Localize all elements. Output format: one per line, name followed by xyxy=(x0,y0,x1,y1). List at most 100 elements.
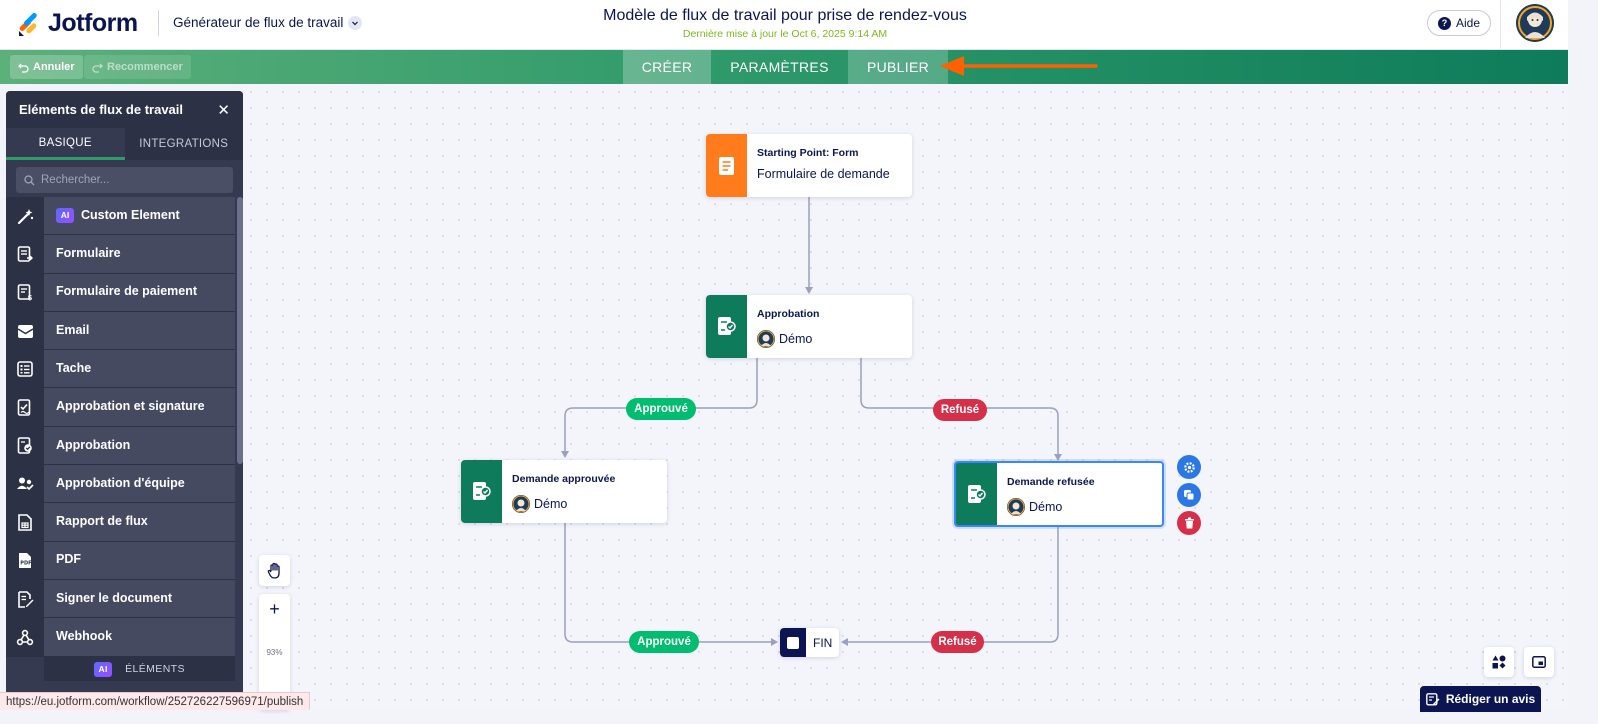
builder-tabs: CRÉER PARAMÈTRES PUBLIER xyxy=(623,50,948,84)
help-button[interactable]: ? Aide xyxy=(1427,10,1492,36)
jotform-logo-icon xyxy=(19,12,37,36)
chevron-down-icon xyxy=(348,15,363,30)
sidebar-item-label: Approbation xyxy=(56,437,131,452)
redo-label: Recommencer xyxy=(107,61,183,73)
sidebar-item-label: Approbation et signature xyxy=(56,399,205,414)
sidebar-item-webhook[interactable]: Webhook xyxy=(6,618,243,657)
undo-icon xyxy=(18,63,29,73)
pan-tool-button[interactable] xyxy=(259,555,290,586)
condition-rejected-label[interactable]: Refusé xyxy=(931,631,984,653)
sidebar-item-label: Signer le document xyxy=(56,590,172,605)
sidebar-item-sign-document[interactable]: Signer le document xyxy=(6,579,243,619)
email-icon xyxy=(6,311,44,351)
duplicate-icon xyxy=(1184,490,1195,501)
jotform-logo[interactable]: Jotform xyxy=(16,9,138,38)
annotation-arrow xyxy=(940,56,1098,76)
search-icon xyxy=(24,174,35,185)
condition-rejected-label[interactable]: Refusé xyxy=(933,399,987,421)
sidebar-item-approval[interactable]: Approbation xyxy=(6,426,243,466)
status-bar-url: https://eu.jotform.com/workflow/25272622… xyxy=(0,692,311,710)
hand-icon xyxy=(267,562,280,579)
avatar xyxy=(757,330,775,348)
search-input[interactable]: Rechercher... xyxy=(16,167,233,193)
flow-report-icon xyxy=(6,503,44,542)
node-subtitle: Formulaire de demande xyxy=(757,167,890,181)
sidebar-item-label: Email xyxy=(56,322,90,337)
gear-icon xyxy=(1183,461,1195,473)
undo-button[interactable]: Annuler xyxy=(10,55,83,79)
close-icon[interactable]: ✕ xyxy=(217,101,230,119)
approval-signature-icon xyxy=(6,388,44,427)
zoom-in-button[interactable]: + xyxy=(269,599,280,619)
zoom-level: 93% xyxy=(266,647,283,657)
payment-form-icon: $ xyxy=(6,273,44,312)
node-settings-button[interactable] xyxy=(1177,455,1201,479)
sign-document-icon xyxy=(6,579,44,619)
tab-integrations[interactable]: INTEGRATIONS xyxy=(139,138,229,150)
logo-text: Jotform xyxy=(48,9,138,37)
approved-request-node[interactable]: Demande approuvée Démo xyxy=(461,460,667,523)
condition-approved-label[interactable]: Approuvé xyxy=(629,631,699,653)
start-node[interactable]: Starting Point: Form Formulaire de deman… xyxy=(706,134,912,197)
undo-label: Annuler xyxy=(33,61,75,73)
elements-list: AI Custom Element Formulaire $ Formulair… xyxy=(6,197,243,657)
node-delete-button[interactable] xyxy=(1177,511,1201,535)
review-icon xyxy=(1425,692,1440,706)
ai-elements-section[interactable]: AI ÉLÉMENTS xyxy=(44,657,235,681)
workflow-title[interactable]: Modèle de flux de travail pour prise de … xyxy=(603,7,967,24)
sidebar-item-team-approval[interactable]: Approbation d'équipe xyxy=(6,465,243,504)
builder-switcher[interactable]: Générateur de flux de travail xyxy=(173,15,363,30)
redo-button[interactable]: Recommencer xyxy=(84,55,191,79)
last-updated: Dernière mise à jour le Oct 6, 2025 9:14… xyxy=(682,28,888,40)
webhook-icon xyxy=(6,618,44,657)
end-node[interactable]: FIN xyxy=(780,628,839,657)
avatar xyxy=(1007,498,1025,516)
approval-icon xyxy=(956,463,997,525)
ai-elements-label: ÉLÉMENTS xyxy=(125,663,185,675)
sidebar-tabs: BASIQUE INTEGRATIONS xyxy=(6,128,243,160)
zoom-controls: + 93% − xyxy=(259,594,290,710)
sidebar-item-label: Rapport de flux xyxy=(56,514,148,529)
sidebar-item-approval-signature[interactable]: Approbation et signature xyxy=(6,388,243,427)
header-divider-right xyxy=(1500,0,1501,50)
sidebar-item-label: Formulaire de paiement xyxy=(56,284,198,299)
tab-basic[interactable]: BASIQUE xyxy=(6,128,125,160)
condition-approved-label[interactable]: Approuvé xyxy=(626,398,696,420)
sidebar-header: Eléments de flux de travail ✕ xyxy=(6,91,243,128)
minimap-button[interactable] xyxy=(1524,647,1554,677)
node-title: Demande refusée xyxy=(1007,476,1095,488)
header-divider xyxy=(158,10,159,36)
sidebar-item-label: PDF xyxy=(56,552,81,567)
svg-text:PDF: PDF xyxy=(20,561,31,567)
approval-icon xyxy=(6,426,44,466)
sidebar-item-custom-element[interactable]: AI Custom Element xyxy=(6,197,243,236)
elements-panel-button[interactable] xyxy=(1484,647,1514,677)
write-review-button[interactable]: Rédiger un avis xyxy=(1420,686,1541,712)
sidebar-scrollbar[interactable] xyxy=(237,197,243,464)
tab-settings[interactable]: PARAMÈTRES xyxy=(730,59,829,75)
sidebar-item-email[interactable]: Email xyxy=(6,311,243,351)
node-duplicate-button[interactable] xyxy=(1177,483,1201,507)
rejected-request-node[interactable]: Demande refusée Démo xyxy=(954,461,1164,527)
builder-label: Générateur de flux de travail xyxy=(173,15,344,30)
user-avatar[interactable] xyxy=(1516,4,1554,42)
sidebar-item-flow-report[interactable]: Rapport de flux xyxy=(6,503,243,542)
tab-create[interactable]: CRÉER xyxy=(623,50,711,84)
sidebar-item-payment-form[interactable]: $ Formulaire de paiement xyxy=(6,273,243,312)
stop-icon xyxy=(780,628,806,657)
node-assignee: Démo xyxy=(1029,500,1063,514)
builder-toolbar: Annuler Recommencer CRÉER PARAMÈTRES PUB… xyxy=(0,50,1568,84)
sidebar-item-pdf[interactable]: PDF PDF xyxy=(6,541,243,580)
node-title: Approbation xyxy=(757,308,820,320)
sidebar-item-form[interactable]: Formulaire xyxy=(6,235,243,274)
tab-publish[interactable]: PUBLIER xyxy=(848,50,948,84)
form-icon xyxy=(706,134,747,197)
sidebar-title: Eléments de flux de travail xyxy=(19,102,184,117)
node-title: Demande approuvée xyxy=(512,473,616,485)
ai-badge: AI xyxy=(94,661,113,677)
approval-node[interactable]: Approbation Démo xyxy=(706,295,912,358)
sidebar-item-task[interactable]: Tache xyxy=(6,350,243,389)
sidebar-item-label: Custom Element xyxy=(81,207,180,222)
ai-badge: AI xyxy=(56,208,74,224)
elements-sidebar: Eléments de flux de travail ✕ BASIQUE IN… xyxy=(6,91,243,710)
